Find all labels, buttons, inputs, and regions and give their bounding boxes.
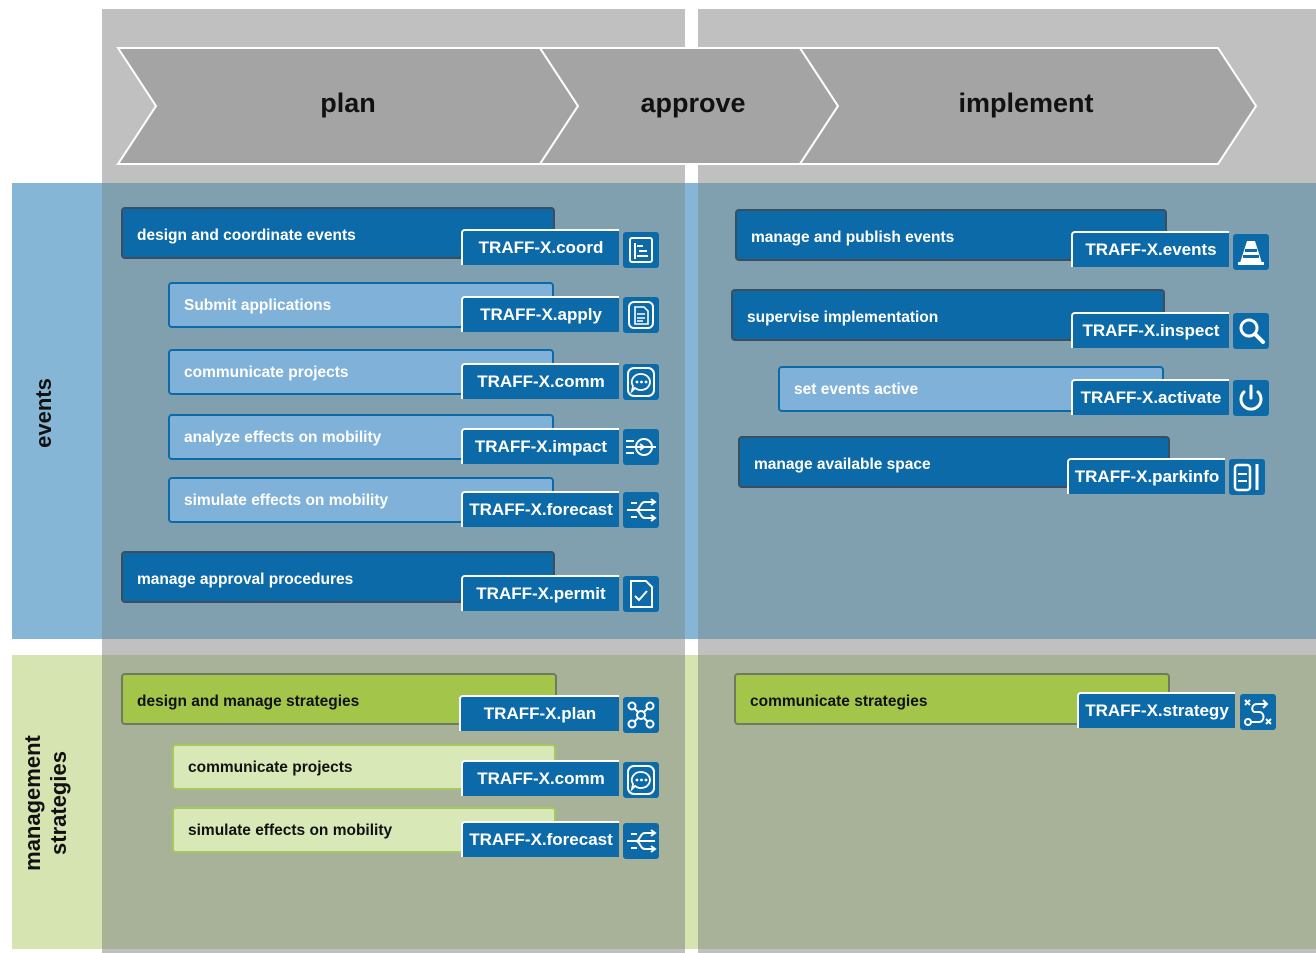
- tool-traff-x-events[interactable]: TRAFF-X.events: [1071, 231, 1229, 267]
- network-icon[interactable]: [623, 697, 659, 733]
- document-icon[interactable]: [623, 297, 659, 333]
- implement-chevron: [798, 47, 1258, 165]
- chat-bubble-icon[interactable]: [623, 364, 659, 400]
- row-label-management: management strategies: [20, 728, 72, 878]
- tool-traff-x-apply[interactable]: TRAFF-X.apply: [461, 296, 619, 332]
- power-icon[interactable]: [1233, 380, 1269, 416]
- parking-bay-icon[interactable]: [1229, 459, 1265, 495]
- document-check-icon[interactable]: [623, 576, 659, 612]
- chat-bubble-icon[interactable]: [623, 762, 659, 798]
- tool-traff-x-activate[interactable]: TRAFF-X.activate: [1071, 379, 1229, 415]
- gantt-icon[interactable]: [623, 232, 659, 268]
- tool-traff-x-comm[interactable]: TRAFF-X.comm: [461, 363, 619, 399]
- traffic-cone-icon[interactable]: [1233, 234, 1269, 270]
- tool-traff-x-strategy[interactable]: TRAFF-X.strategy: [1077, 692, 1235, 728]
- tool-traff-x-forecast[interactable]: TRAFF-X.forecast: [461, 491, 619, 527]
- tool-mgmt-traff-x-forecast[interactable]: TRAFF-X.forecast: [461, 821, 619, 857]
- traffic-split-icon[interactable]: [623, 492, 659, 528]
- phase-implement-label: implement: [958, 88, 1094, 118]
- tool-traff-x-parkinfo[interactable]: TRAFF-X.parkinfo: [1067, 458, 1225, 494]
- tool-traff-x-permit[interactable]: TRAFF-X.permit: [461, 575, 619, 611]
- phase-plan-label: plan: [320, 88, 376, 118]
- tool-traff-x-coord[interactable]: TRAFF-X.coord: [461, 229, 619, 265]
- tool-traff-x-plan[interactable]: TRAFF-X.plan: [459, 695, 619, 731]
- row-label-management-line1: management: [20, 735, 45, 871]
- phase-approve-label: approve: [640, 88, 746, 118]
- tool-mgmt-traff-x-comm[interactable]: TRAFF-X.comm: [461, 760, 619, 796]
- row-label-management-line2: strategies: [46, 751, 71, 855]
- magnifier-icon[interactable]: [1233, 313, 1269, 349]
- route-strategy-icon[interactable]: [1240, 694, 1276, 730]
- row-label-events: events: [31, 378, 56, 448]
- phase-chevrons: [116, 47, 1258, 165]
- traffic-split-icon[interactable]: [623, 823, 659, 859]
- tool-traff-x-inspect[interactable]: TRAFF-X.inspect: [1071, 312, 1229, 348]
- tool-traff-x-impact[interactable]: TRAFF-X.impact: [461, 428, 619, 464]
- traffic-merge-icon[interactable]: [623, 429, 659, 465]
